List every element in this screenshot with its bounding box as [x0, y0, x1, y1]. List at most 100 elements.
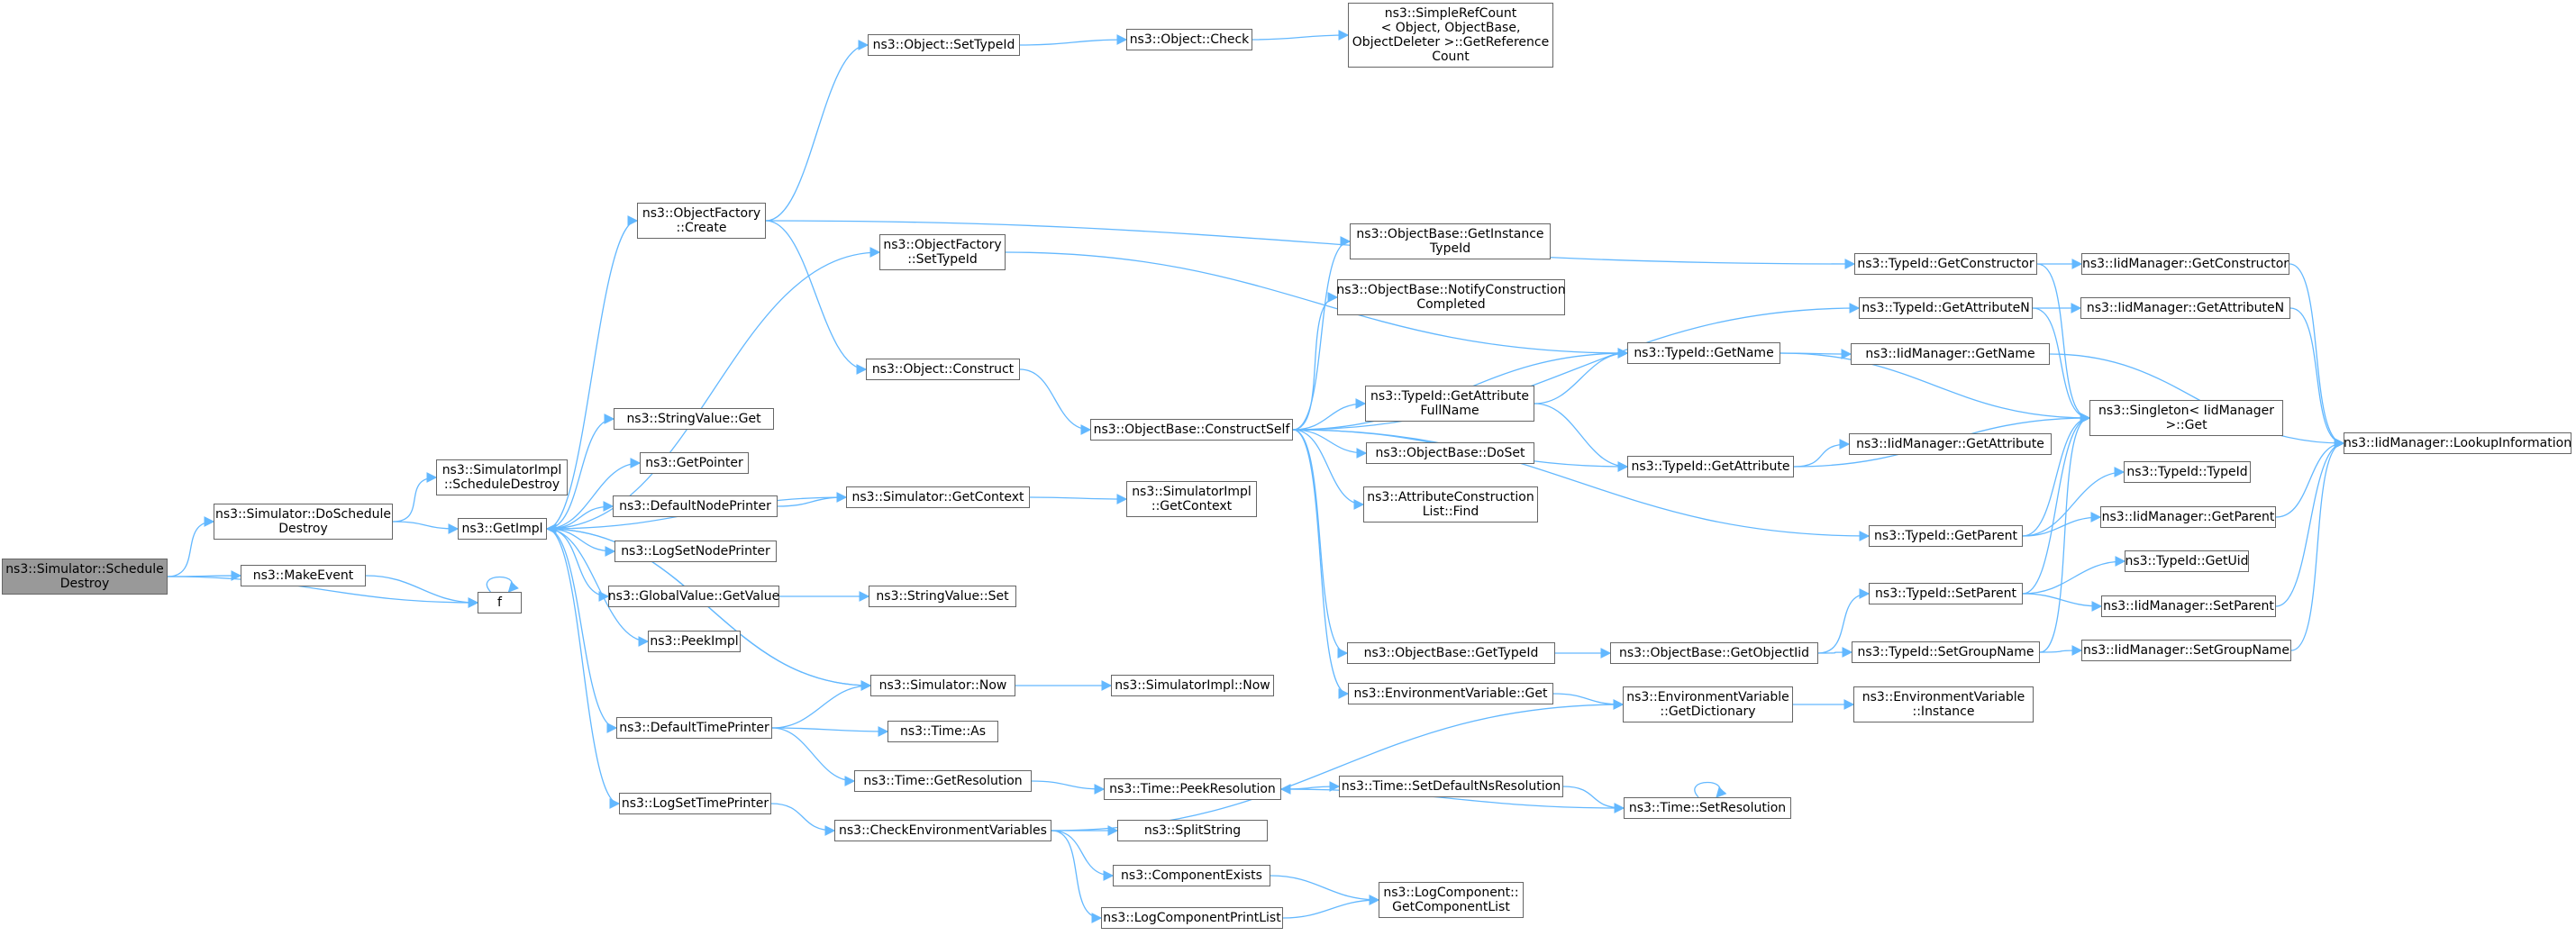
edge-default-time-printer-to-time-as: [771, 726, 889, 737]
edge-sched-destroy-to-f: [167, 576, 479, 608]
node-iid-set-parent[interactable]: ns3::IidManager::SetParent: [2101, 595, 2276, 617]
node-typeid-set-group-name[interactable]: ns3::TypeId::SetGroupName: [1852, 641, 2040, 663]
node-check-env-vars[interactable]: ns3::CheckEnvironmentVariables: [834, 820, 1051, 841]
edge-f-to-f: [486, 576, 519, 593]
node-objbase-get-typeid[interactable]: ns3::ObjectBase::GetTypeId: [1347, 642, 1555, 664]
node-stringvalue-set[interactable]: ns3::StringValue::Set: [869, 586, 1016, 607]
node-f[interactable]: f: [478, 592, 522, 613]
edge-typeid-get-attribute-to-iid-get-attribute: [1793, 439, 1851, 468]
node-attr-construction-list-find[interactable]: ns3::AttributeConstruction List::Find: [1363, 486, 1538, 523]
edge-objbase-construct-self-to-env-var-get: [1292, 429, 1350, 699]
node-default-time-printer[interactable]: ns3::DefaultTimePrinter: [616, 717, 772, 739]
node-make-event[interactable]: ns3::MakeEvent: [241, 565, 366, 586]
node-iid-get-name[interactable]: ns3::IidManager::GetName: [1851, 343, 2050, 365]
node-default-node-printer[interactable]: ns3::DefaultNodePrinter: [613, 495, 778, 517]
edge-env-var-get-to-env-var-get-dictionary: [1552, 693, 1625, 710]
node-iid-get-constructor[interactable]: ns3::IidManager::GetConstructor: [2081, 253, 2289, 275]
edge-object-check-to-simplerefcount: [1252, 30, 1350, 41]
edge-get-impl-to-get-pointer: [546, 458, 642, 530]
edge-typeid-set-parent-to-singleton-get: [2022, 413, 2091, 595]
node-typeid-get-attribute[interactable]: ns3::TypeId::GetAttribute: [1627, 456, 1794, 477]
edge-objbase-construct-self-to-typeid-get-parent: [1292, 429, 1871, 541]
node-time-peek-resolution[interactable]: ns3::Time::PeekResolution: [1104, 778, 1281, 800]
node-typeid-get-name[interactable]: ns3::TypeId::GetName: [1627, 342, 1780, 364]
node-typeid-get-attr-fullname[interactable]: ns3::TypeId::GetAttribute FullName: [1365, 386, 1534, 422]
edge-typeid-get-constructor-to-singleton-get: [2036, 263, 2091, 423]
node-peek-impl[interactable]: ns3::PeekImpl: [648, 631, 741, 652]
node-simplerefcount[interactable]: ns3::SimpleRefCount < Object, ObjectBase…: [1348, 3, 1553, 68]
node-simimpl-get-context[interactable]: ns3::SimulatorImpl ::GetContext: [1126, 481, 1257, 517]
edge-check-env-vars-to-component-exists: [1051, 830, 1115, 881]
edge-get-impl-to-objfactory-create: [546, 215, 639, 530]
edge-typeid-set-group-name-to-singleton-get: [2039, 413, 2091, 653]
node-objbase-get-objectiid[interactable]: ns3::ObjectBase::GetObjectIid: [1610, 642, 1818, 664]
node-time-as[interactable]: ns3::Time::As: [887, 721, 998, 742]
edge-objbase-get-objectiid-to-typeid-set-group-name: [1817, 647, 1853, 658]
edge-objbase-construct-self-to-objbase-doset: [1292, 429, 1368, 459]
node-objfactory-settypeid[interactable]: ns3::ObjectFactory ::SetTypeId: [879, 234, 1006, 270]
edge-objbase-construct-self-to-objbase-get-instance-typeid: [1292, 236, 1352, 431]
node-typeid-set-parent[interactable]: ns3::TypeId::SetParent: [1869, 583, 2023, 604]
node-log-set-node-printer[interactable]: ns3::LogSetNodePrinter: [614, 541, 777, 562]
node-logcomponent-get-list[interactable]: ns3::LogComponent:: GetComponentList: [1379, 882, 1524, 918]
node-iid-get-parent[interactable]: ns3::IidManager::GetParent: [2100, 506, 2276, 528]
node-typeid-get-parent[interactable]: ns3::TypeId::GetParent: [1869, 525, 2023, 547]
node-object-settypeid[interactable]: ns3::Object::SetTypeId: [868, 34, 1020, 56]
node-typeid-get-constructor[interactable]: ns3::TypeId::GetConstructor: [1854, 253, 2037, 275]
edge-objbase-get-objectiid-to-typeid-set-parent: [1817, 588, 1871, 654]
edge-default-node-printer-to-sim-get-context: [777, 492, 848, 507]
node-do-sched-destroy[interactable]: ns3::Simulator::DoSchedule Destroy: [214, 504, 393, 540]
node-stringvalue-get[interactable]: ns3::StringValue::Get: [614, 408, 774, 430]
node-objbase-construct-self[interactable]: ns3::ObjectBase::ConstructSelf: [1090, 419, 1293, 441]
node-time-set-resolution[interactable]: ns3::Time::SetResolution: [1624, 797, 1791, 819]
node-singleton-get[interactable]: ns3::Singleton< IidManager >::Get: [2089, 400, 2283, 436]
edge-get-impl-to-default-time-printer: [546, 528, 618, 733]
node-log-component-print-list[interactable]: ns3::LogComponentPrintList: [1101, 907, 1283, 929]
node-env-var-get[interactable]: ns3::EnvironmentVariable::Get: [1348, 683, 1553, 704]
edge-iid-set-parent-to-iid-lookup-information: [2275, 438, 2345, 607]
node-objbase-get-instance-typeid[interactable]: ns3::ObjectBase::GetInstance TypeId: [1350, 223, 1551, 259]
node-typeid-typeid[interactable]: ns3::TypeId::TypeId: [2124, 461, 2251, 483]
node-iid-get-attribute[interactable]: ns3::IidManager::GetAttribute: [1849, 433, 2052, 455]
node-env-var-get-dictionary[interactable]: ns3::EnvironmentVariable ::GetDictionary: [1623, 686, 1793, 722]
edge-default-time-printer-to-sim-now: [771, 680, 872, 729]
edge-iid-get-parent-to-iid-lookup-information: [2275, 438, 2345, 518]
edge-objfactory-settypeid-to-typeid-get-name: [1005, 251, 1629, 359]
node-get-impl[interactable]: ns3::GetImpl: [458, 518, 547, 540]
node-objbase-notify[interactable]: ns3::ObjectBase::NotifyConstruction Comp…: [1336, 279, 1566, 315]
node-globalvalue-getvalue[interactable]: ns3::GlobalValue::GetValue: [608, 586, 779, 607]
node-iid-set-group-name[interactable]: ns3::IidManager::SetGroupName: [2081, 640, 2291, 661]
edge-log-set-time-printer-to-check-env-vars: [770, 803, 836, 836]
node-time-set-default-ns-res[interactable]: ns3::Time::SetDefaultNsResolution: [1339, 776, 1563, 797]
node-split-string[interactable]: ns3::SplitString: [1117, 820, 1268, 841]
node-get-pointer[interactable]: ns3::GetPointer: [640, 452, 749, 474]
node-sim-now[interactable]: ns3::Simulator::Now: [870, 675, 1015, 696]
edge-object-construct-to-objbase-construct-self: [1019, 368, 1092, 435]
node-simimpl-now[interactable]: ns3::SimulatorImpl::Now: [1111, 675, 1274, 696]
edge-sched-destroy-to-do-sched-destroy: [167, 516, 215, 577]
edge-typeid-get-parent-to-singleton-get: [2022, 413, 2091, 537]
node-typeid-get-uid[interactable]: ns3::TypeId::GetUid: [2125, 550, 2249, 572]
node-typeid-get-attribute-n[interactable]: ns3::TypeId::GetAttributeN: [1859, 297, 2033, 319]
node-objbase-doset[interactable]: ns3::ObjectBase::DoSet: [1366, 442, 1534, 464]
edge-typeid-get-attr-fullname-to-typeid-get-name: [1534, 348, 1629, 404]
node-time-get-resolution[interactable]: ns3::Time::GetResolution: [854, 770, 1032, 792]
node-log-set-time-printer[interactable]: ns3::LogSetTimePrinter: [619, 793, 771, 814]
node-component-exists[interactable]: ns3::ComponentExists: [1113, 865, 1270, 886]
edge-time-set-resolution-to-time-set-resolution: [1694, 781, 1727, 798]
node-simimpl-sched-destroy[interactable]: ns3::SimulatorImpl ::ScheduleDestroy: [436, 459, 568, 495]
node-objfactory-create[interactable]: ns3::ObjectFactory ::Create: [637, 203, 766, 239]
node-env-var-instance[interactable]: ns3::EnvironmentVariable ::Instance: [1853, 686, 2034, 722]
edge-check-env-vars-to-env-var-get-dictionary: [1051, 699, 1625, 831]
node-sim-get-context[interactable]: ns3::Simulator::GetContext: [846, 486, 1030, 508]
node-object-construct[interactable]: ns3::Object::Construct: [866, 359, 1020, 380]
node-iid-get-attribute-n[interactable]: ns3::IidManager::GetAttributeN: [2080, 297, 2290, 319]
edge-typeid-set-group-name-to-iid-set-group-name: [2039, 645, 2083, 656]
edge-objbase-construct-self-to-attr-construction-list-find: [1292, 429, 1365, 510]
edge-typeid-get-attr-fullname-to-typeid-get-attribute: [1534, 403, 1629, 472]
edge-typeid-get-attribute-n-to-singleton-get: [2032, 307, 2091, 423]
edge-iid-set-group-name-to-iid-lookup-information: [2290, 438, 2345, 651]
edge-typeid-get-parent-to-iid-get-parent: [2022, 512, 2102, 537]
node-object-check[interactable]: ns3::Object::Check: [1126, 29, 1252, 50]
node-iid-lookup-information[interactable]: ns3::IidManager::LookupInformation: [2344, 432, 2571, 454]
